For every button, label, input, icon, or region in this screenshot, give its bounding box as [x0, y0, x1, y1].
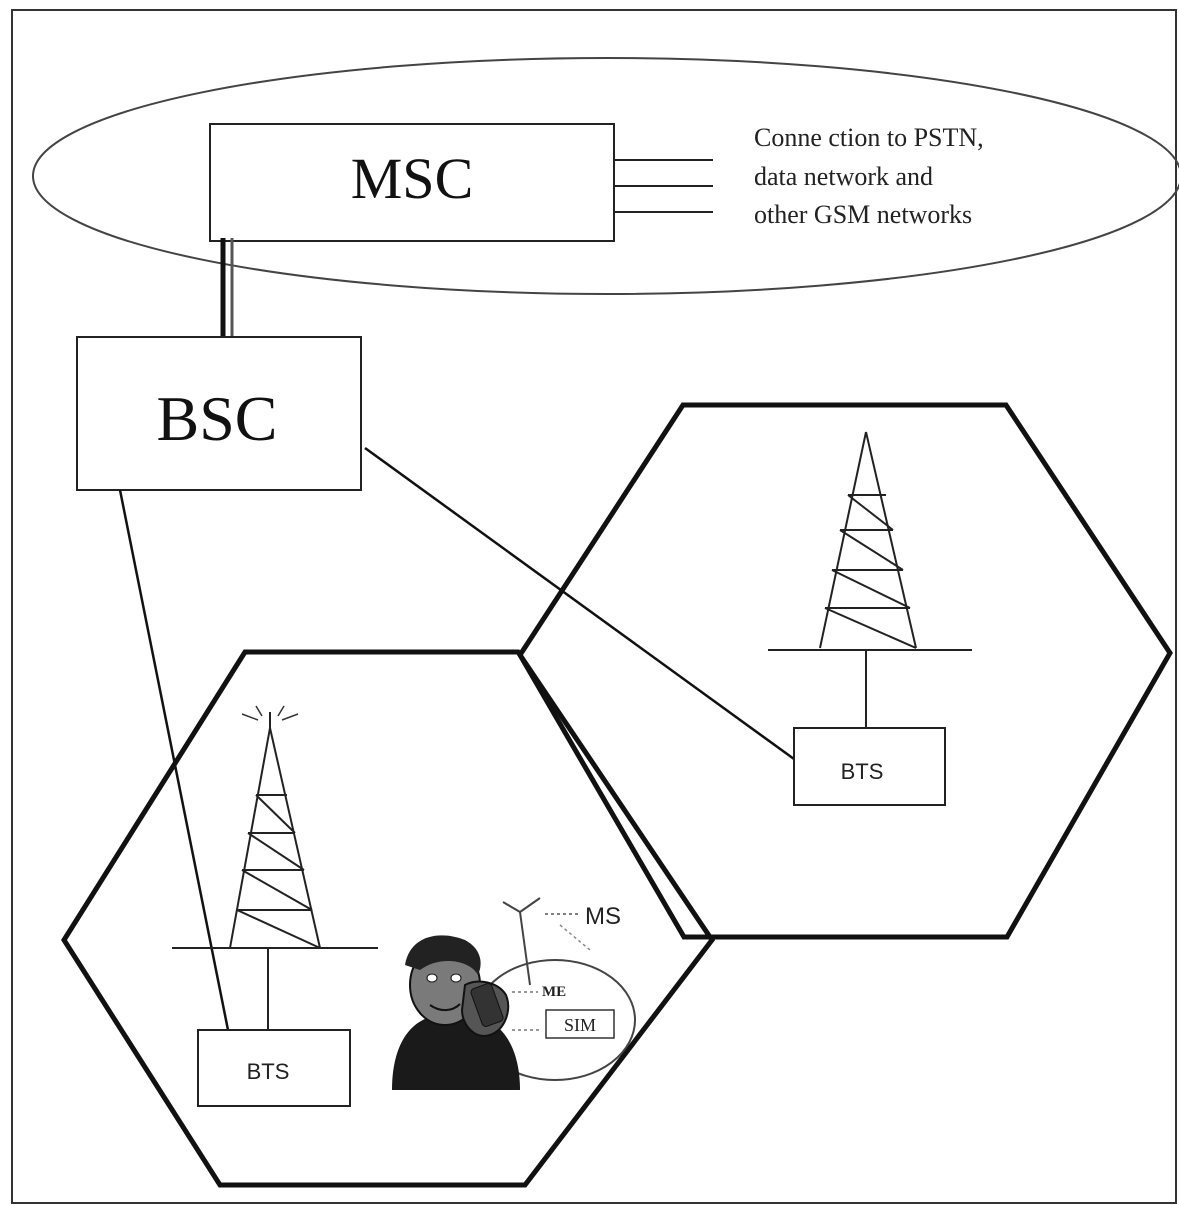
bsc-bts-right-link	[364, 446, 795, 761]
msc-label: MSC	[351, 146, 474, 211]
connection-note-line-1: Conne ction to PSTN,	[754, 123, 984, 152]
tower-left-icon	[172, 712, 378, 1030]
msc-bsc-link	[220, 238, 234, 340]
msc-node: MSC	[209, 123, 615, 242]
me-label: ME	[542, 984, 566, 1000]
bsc-box	[76, 336, 362, 491]
connection-note-line-2: data network and	[754, 162, 933, 191]
sim-label: SIM	[564, 1015, 596, 1035]
connection-note-line-3: other GSM networks	[754, 200, 972, 229]
bts-right-box	[793, 727, 946, 806]
core-network-ellipse	[32, 57, 1179, 295]
sim-box	[545, 1009, 615, 1039]
bts-right-label: BTS	[841, 759, 884, 784]
sim-node: SIM	[545, 1009, 615, 1039]
bts-right-node: BTS	[793, 727, 946, 806]
pstn-links	[614, 159, 713, 213]
msc-box	[209, 123, 615, 242]
bts-left-box	[197, 1029, 351, 1107]
cell-right-hexagon	[517, 402, 1173, 940]
antenna-signal-icon	[241, 705, 299, 721]
ms-pointer	[559, 924, 591, 951]
connection-note: Conne ction to PSTN, data network and ot…	[754, 123, 984, 229]
bts-left-node: BTS	[197, 1029, 351, 1107]
bsc-bts-left-link	[118, 489, 230, 1031]
cell-left-hexagon	[61, 649, 716, 1188]
bsc-label: BSC	[157, 383, 278, 454]
bts-left-label: BTS	[247, 1059, 290, 1084]
ms-label: MS	[585, 903, 621, 930]
mobile-user-icon	[392, 935, 520, 1090]
tower-right-icon	[768, 431, 972, 728]
ms-antenna-icon	[502, 897, 541, 986]
bsc-node: BSC	[76, 336, 362, 491]
